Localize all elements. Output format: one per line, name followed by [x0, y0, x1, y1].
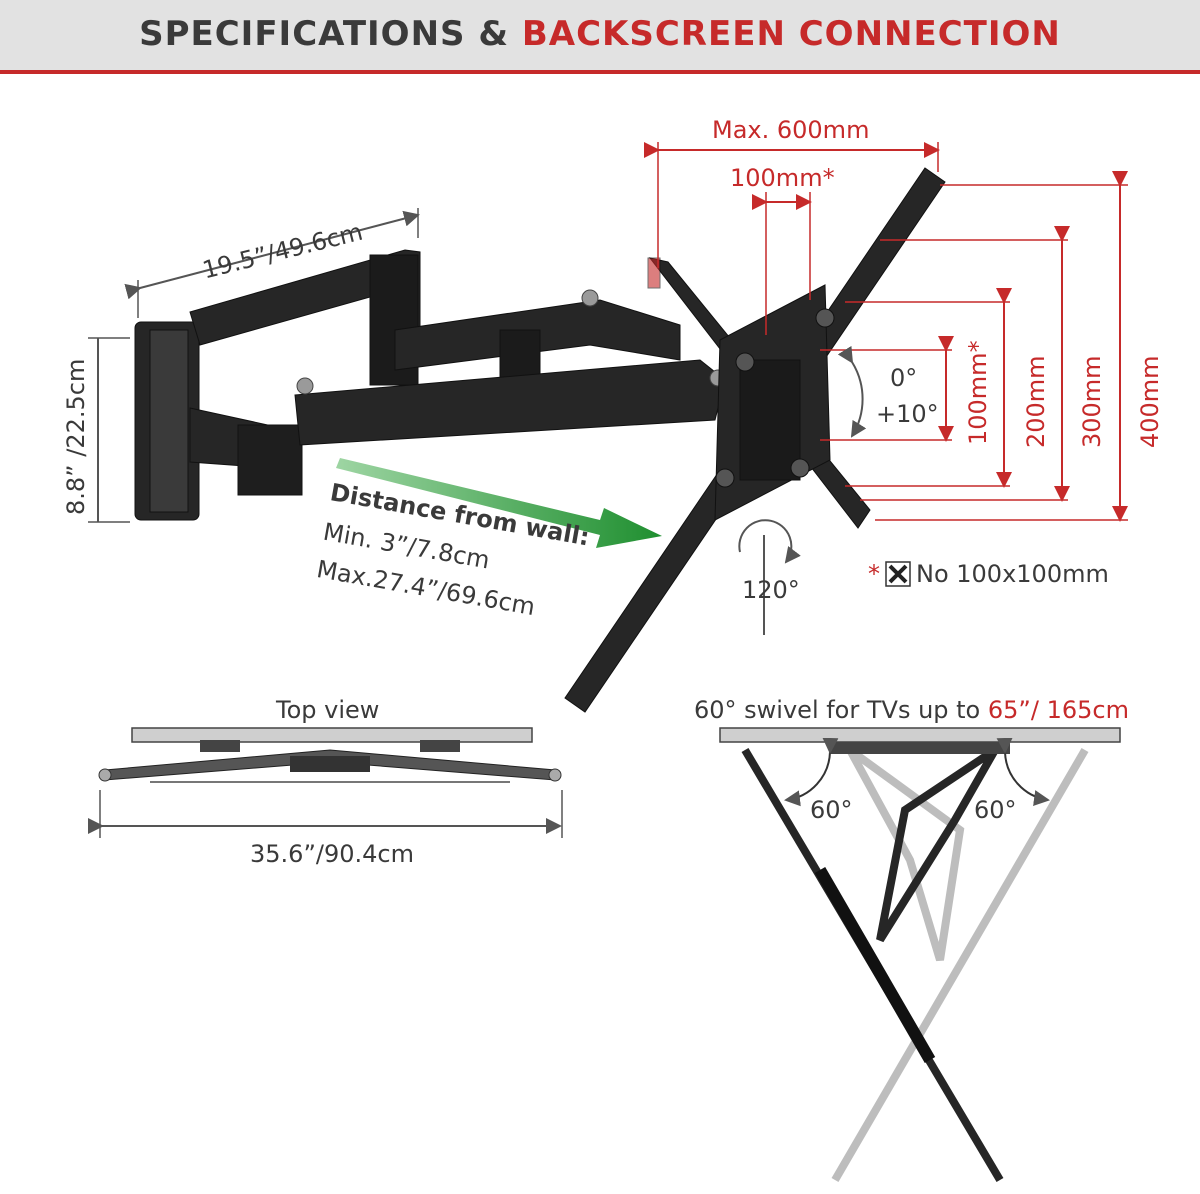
- swivel-wall: [719, 727, 1121, 743]
- header-rule: [0, 70, 1200, 74]
- page-title: SPECIFICATIONS & BACKSCREEN CONNECTION: [0, 14, 1200, 54]
- vesa-bracket-drawing: [564, 167, 946, 713]
- cross-icon: [888, 564, 908, 584]
- swivel-left-angle: 60°: [810, 796, 853, 824]
- top-view-width-label: 35.6”/90.4cm: [250, 840, 414, 868]
- rotation-indicator: 120°: [738, 519, 801, 635]
- wall-mount-drawing: [134, 249, 727, 521]
- swivel-section: 60° swivel for TVs up to 65”/ 165cm 60° …: [694, 696, 1129, 1183]
- title-main: SPECIFICATIONS &: [139, 14, 522, 54]
- swivel-title-accent: 65”/ 165cm: [988, 696, 1129, 724]
- vesa-h-200-label: 200mm: [1022, 355, 1050, 448]
- tilt-top-label: 0°: [890, 364, 917, 392]
- tilt-indicator: 0° +10°: [837, 345, 939, 438]
- top-view-title: Top view: [275, 696, 379, 724]
- vesa-h-300-label: 300mm: [1078, 355, 1106, 448]
- vesa-max-width-label: Max. 600mm: [712, 116, 869, 144]
- distance-max: Max.27.4”/69.6cm: [315, 555, 538, 621]
- note-text: No 100x100mm: [916, 560, 1109, 588]
- vesa-min-width-label: 100mm*: [730, 164, 835, 192]
- note-star: *: [868, 560, 880, 588]
- vesa-height-dimensions: [820, 171, 1128, 522]
- vesa-h-100-label: 100mm*: [964, 340, 992, 445]
- tilt-bottom-label: +10°: [876, 400, 939, 428]
- swivel-title-main: 60° swivel for TVs up to: [694, 696, 988, 724]
- wall-height-dimension: 8.8” /22.5cm: [62, 337, 130, 523]
- vesa-note: * No 100x100mm: [868, 560, 1109, 588]
- swivel-title: 60° swivel for TVs up to 65”/ 165cm: [694, 696, 1129, 724]
- title-accent: BACKSCREEN CONNECTION: [521, 14, 1061, 54]
- crossed-box-icon: [885, 561, 911, 587]
- distance-arrow: [336, 458, 662, 548]
- wall-height-label: 8.8” /22.5cm: [62, 359, 90, 515]
- swivel-right-angle: 60°: [974, 796, 1017, 824]
- top-view-wall: [131, 727, 533, 743]
- distance-text-group: Distance from wall: Min. 3”/7.8cm Max.27…: [315, 478, 592, 621]
- vesa-width-dimensions: Max. 600mm 100mm*: [644, 116, 940, 335]
- top-view-section: Top view 35.6”/90.4cm: [88, 696, 563, 868]
- rotation-label: 120°: [742, 576, 800, 604]
- header-band: [0, 0, 1200, 70]
- vesa-h-400-label: 400mm: [1136, 355, 1164, 448]
